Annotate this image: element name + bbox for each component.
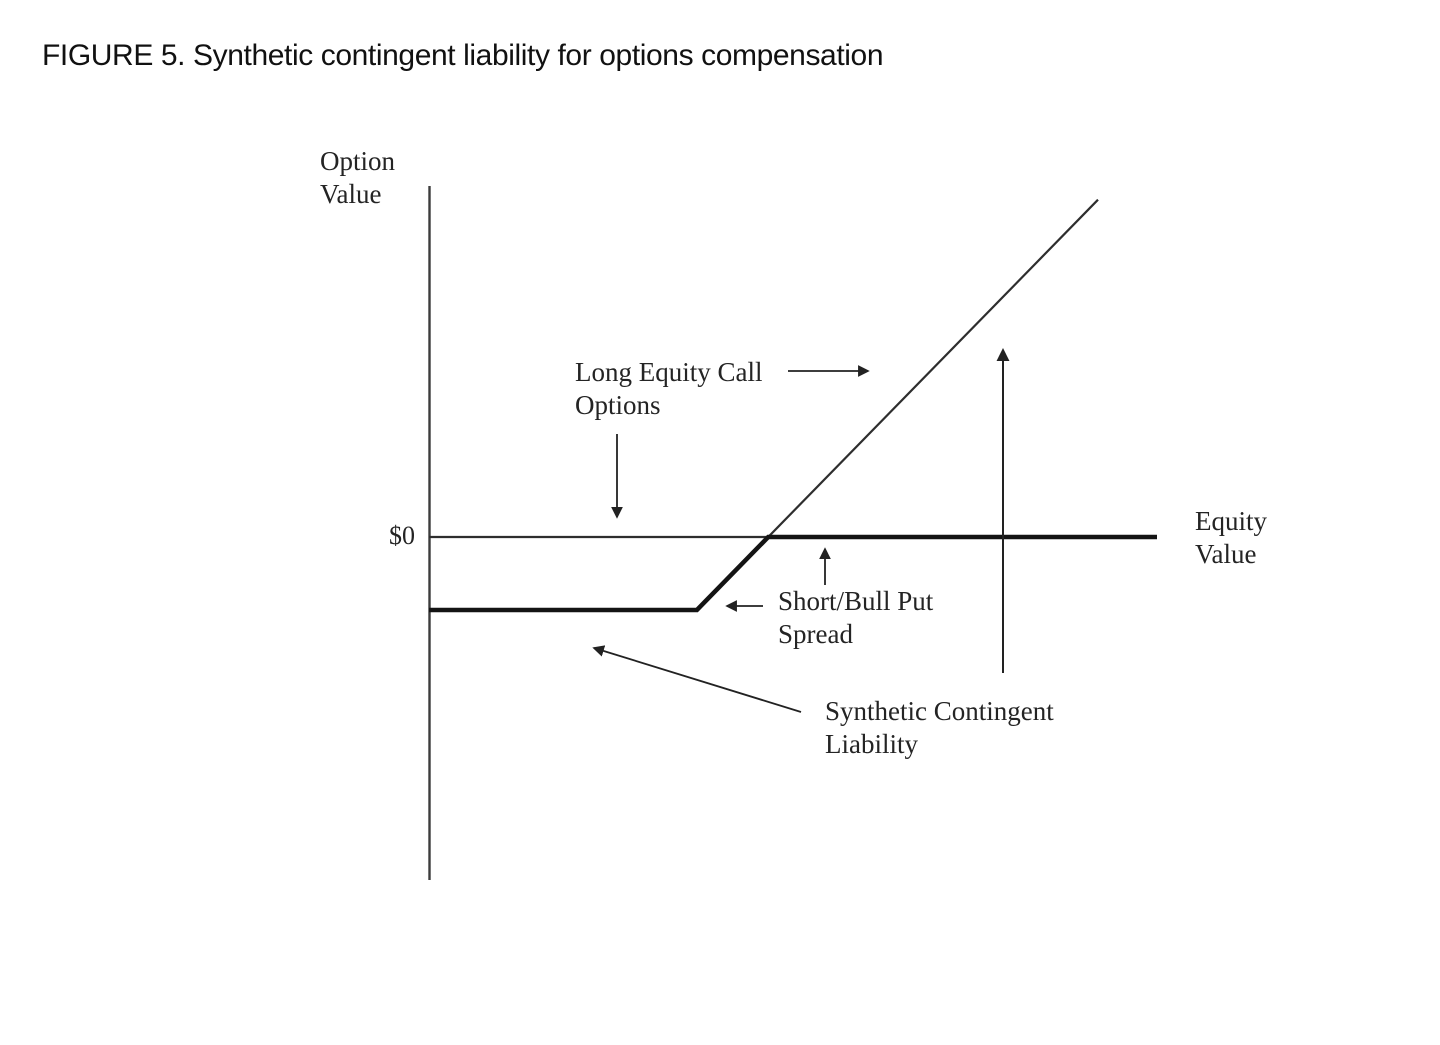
x-axis-label: Equity Value: [1195, 505, 1267, 571]
y-axis-label-line2: Value: [320, 179, 382, 209]
zero-tick-label: $0: [389, 521, 415, 550]
synthetic-liability-label-line2: Liability: [825, 729, 918, 759]
liability-leader-arrow: [592, 645, 802, 713]
y-axis-label-line1: Option: [320, 146, 396, 176]
put-spread-label: Short/Bull Put Spread: [778, 585, 933, 651]
synthetic-liability-label: Synthetic Contingent Liability: [825, 695, 1054, 761]
long-call-label: Long Equity Call Options: [575, 356, 762, 422]
synthetic-liability-label-line1: Synthetic Contingent: [825, 696, 1054, 726]
x-axis-label-line2: Value: [1195, 539, 1257, 569]
figure-title: FIGURE 5. Synthetic contingent liability…: [42, 39, 884, 72]
long-call-payoff-line: [429, 198, 1099, 539]
put-spread-label-line1: Short/Bull Put: [778, 586, 934, 616]
long-call-label-line2: Options: [575, 390, 661, 420]
put-spread-label-line2: Spread: [778, 619, 853, 649]
long-call-label-line1: Long Equity Call: [575, 357, 763, 387]
synthetic-contingent-liability-line: [429, 534, 1157, 613]
y-axis-label: Option Value: [320, 145, 395, 211]
x-axis-label-line1: Equity: [1195, 506, 1267, 536]
